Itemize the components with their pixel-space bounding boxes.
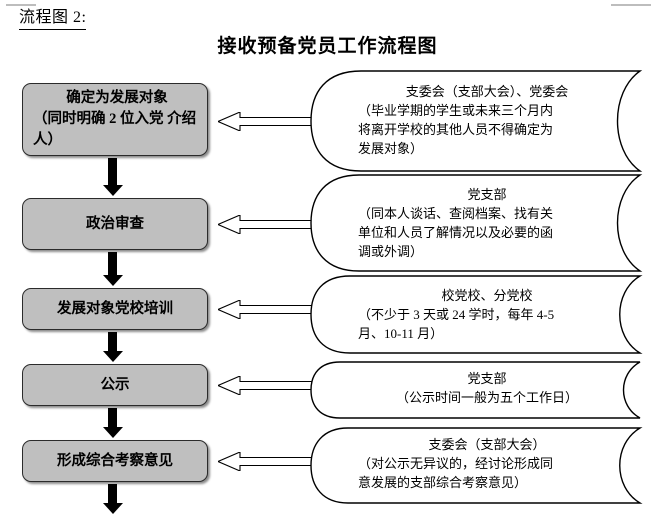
note-heading: 党支部 <box>467 371 507 386</box>
note-line: 意发展的支部综合考察意见） <box>358 475 528 490</box>
note-line: 调或外调） <box>358 244 424 259</box>
flow-step-box-5[interactable]: 形成综合考察意见 <box>22 440 208 482</box>
flow-step-box-1[interactable]: 确定为发展对象 （同时明确 2 位入党 介绍人） <box>22 83 208 156</box>
note-line: （公示时间一般为五个工作日） <box>395 390 578 405</box>
document-label: 流程图 2: <box>19 8 87 30</box>
note-bubble-1[interactable]: 支委会（支部大会）、党委会 （毕业学期的学生或未来三个月内 将离开学校的其他人员… <box>310 70 655 172</box>
note-line: 单位和人员了解情况以及必要的函 <box>358 225 554 240</box>
note-line: （毕业学期的学生或未来三个月内 <box>358 103 554 118</box>
flow-step-label-1: 确定为发展对象 （同时明确 2 位入党 介绍人） <box>29 88 201 151</box>
note-line: 将离开学校的其他人员不得确定为 <box>358 122 554 137</box>
flow-connector-arrow-1 <box>108 158 117 186</box>
note-text-2: 党支部 （同本人谈话、查阅档案、找有关 单位和人员了解情况以及必要的函 调或外调… <box>358 185 616 261</box>
note-heading: 校党校、分党校 <box>441 288 533 303</box>
note-link-arrow-3 <box>218 300 318 319</box>
note-heading: 支委会（支部大会） <box>428 437 546 452</box>
flow-step-line: 确定为发展对象 <box>66 90 168 106</box>
note-link-arrow-4 <box>218 376 318 395</box>
note-heading: 党支部 <box>467 187 507 202</box>
flow-step-box-2[interactable]: 政治审查 <box>22 198 208 250</box>
note-text-4: 党支部 （公示时间一般为五个工作日） <box>358 369 616 407</box>
flow-step-box-3[interactable]: 发展对象党校培训 <box>22 288 208 330</box>
note-line: 发展对象） <box>358 141 424 156</box>
flow-step-line: （同时明确 2 位入党 <box>33 111 164 127</box>
note-bubble-3[interactable]: 校党校、分党校 （不少于 3 天或 24 学时，每年 4-5 月、10-11 月… <box>310 275 655 354</box>
flow-step-label-5: 形成综合考察意见 <box>57 452 173 469</box>
page-margin-tick-right <box>611 4 651 6</box>
flow-step-box-4[interactable]: 公示 <box>22 364 208 406</box>
note-text-5: 支委会（支部大会） （对公示无异议的，经讨论形成同 意发展的支部综合考察意见） <box>358 435 616 492</box>
page-margin-tick-left <box>6 4 36 6</box>
note-line: （对公示无异议的，经讨论形成同 <box>358 456 554 471</box>
flow-connector-arrow-4 <box>108 408 117 428</box>
note-link-arrow-5 <box>218 452 318 471</box>
flow-step-line: 介绍人） <box>33 111 197 148</box>
note-line: 月、10-11 月） <box>358 326 444 341</box>
note-bubble-5[interactable]: 支委会（支部大会） （对公示无异议的，经讨论形成同 意发展的支部综合考察意见） <box>310 427 655 504</box>
note-line: （同本人谈话、查阅档案、找有关 <box>358 206 554 221</box>
note-link-arrow-2 <box>218 215 318 234</box>
page-title: 接收预备党员工作流程图 <box>217 36 438 57</box>
note-text-3: 校党校、分党校 （不少于 3 天或 24 学时，每年 4-5 月、10-11 月… <box>358 286 616 343</box>
flow-connector-arrow-3 <box>108 332 117 352</box>
note-text-1: 支委会（支部大会）、党委会 （毕业学期的学生或未来三个月内 将离开学校的其他人员… <box>358 82 616 158</box>
note-heading: 支委会（支部大会）、党委会 <box>405 84 569 99</box>
flow-step-label-4: 公示 <box>100 376 130 393</box>
note-bubble-4[interactable]: 党支部 （公示时间一般为五个工作日） <box>310 361 655 419</box>
flow-step-label-3: 发展对象党校培训 <box>57 300 173 317</box>
flow-step-label-2: 政治审查 <box>86 215 144 232</box>
flow-connector-arrow-5 <box>108 484 117 504</box>
note-link-arrow-1 <box>218 112 318 131</box>
flow-connector-arrow-2 <box>108 252 117 276</box>
note-bubble-2[interactable]: 党支部 （同本人谈话、查阅档案、找有关 单位和人员了解情况以及必要的函 调或外调… <box>310 174 655 272</box>
note-line: （不少于 3 天或 24 学时，每年 4-5 <box>358 307 555 322</box>
